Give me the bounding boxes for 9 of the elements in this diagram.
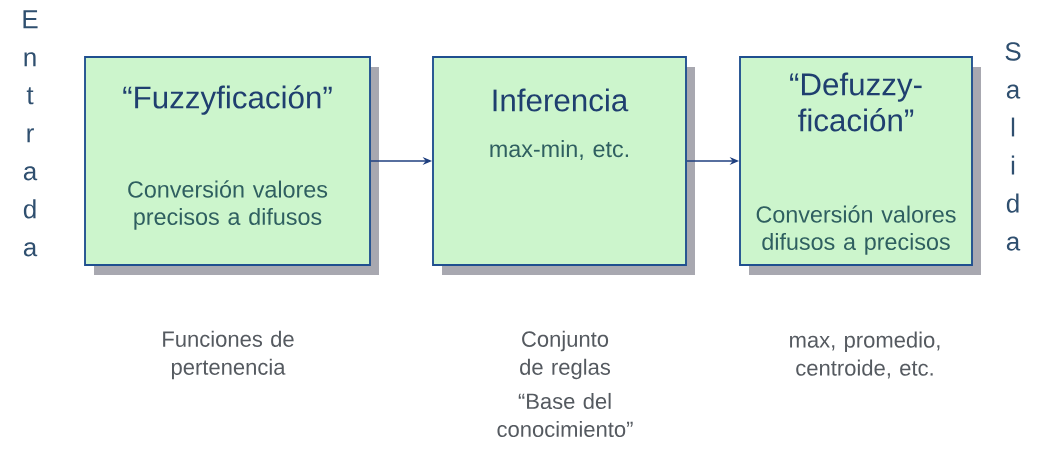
process-box: “Fuzzyficación” Conversión valores precisos a difusos bbox=[84, 56, 379, 275]
process-box: “Defuzzy- ficación” Conversión valores difusos a precisos bbox=[739, 56, 981, 275]
vertical-label: Salida bbox=[1005, 42, 1021, 251]
caption-text: Funciones de pertenencia bbox=[163, 330, 294, 380]
caption-text: “Base del conocimiento” bbox=[497, 392, 633, 438]
vertical-label: Entrada bbox=[23, 10, 38, 257]
caption-text: Conjunto de reglas bbox=[520, 330, 611, 380]
caption-text: max, promedio, centroide, etc. bbox=[790, 331, 940, 379]
process-box: Inferencia max-min, etc. bbox=[432, 56, 695, 275]
